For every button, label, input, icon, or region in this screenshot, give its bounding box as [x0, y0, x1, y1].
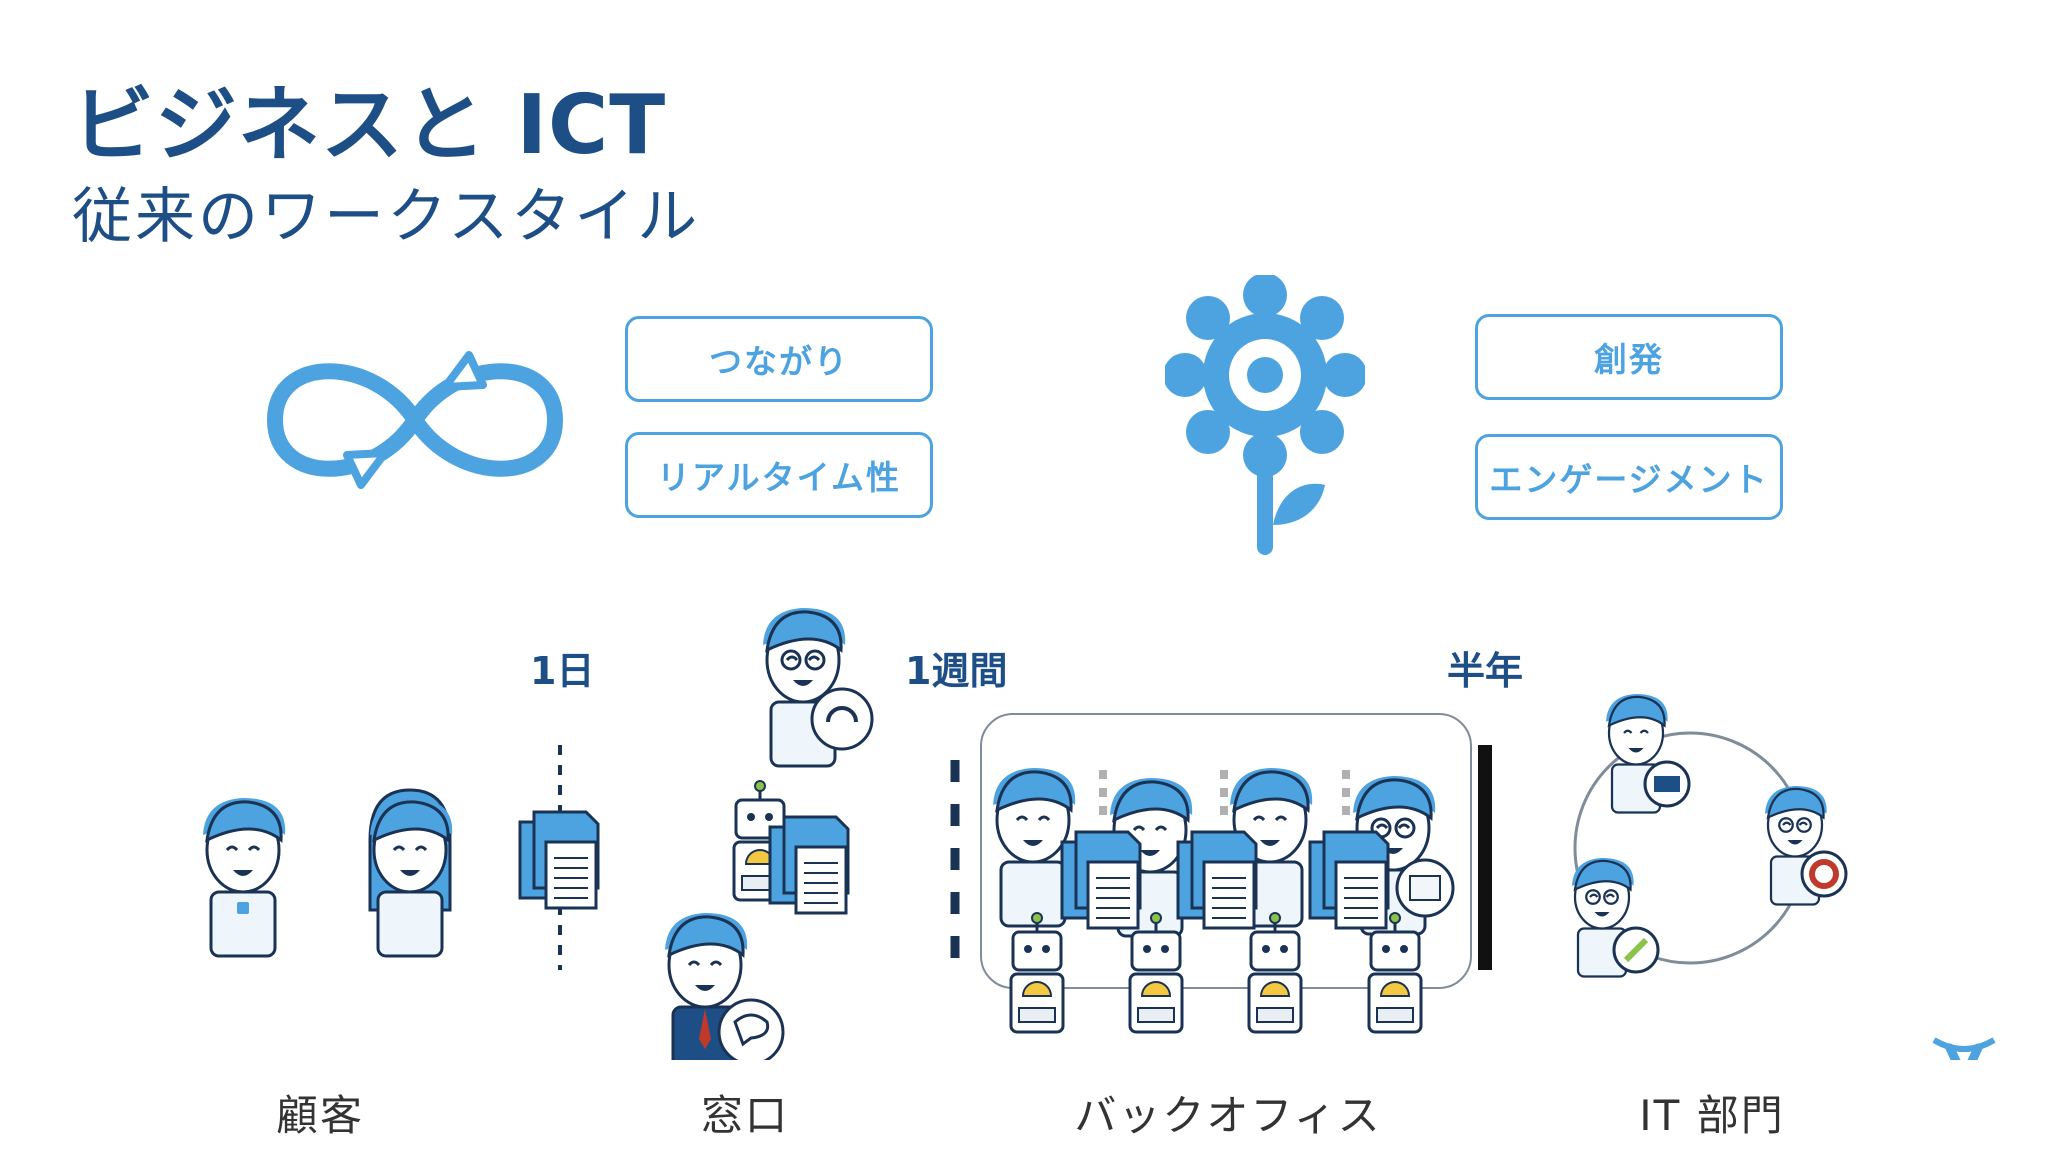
infinity-loop-icon: [255, 335, 575, 505]
timeline-label-halfyear: 半年: [1447, 649, 1524, 693]
tag-connection: つながり: [625, 316, 933, 402]
atlassian-logo-icon: [1930, 1040, 2000, 1110]
slide-subtitle: 従来のワークスタイル: [72, 182, 701, 252]
caption-it-department: IT 部門: [1639, 1091, 1785, 1140]
slide-title: ビジネスと ICT: [72, 78, 667, 173]
tag-realtime: リアルタイム性: [625, 432, 933, 518]
tag-emergence: 創発: [1475, 314, 1783, 400]
gear-flower-icon: [1165, 275, 1365, 565]
caption-backoffice: バックオフィス: [1074, 1091, 1382, 1140]
caption-customer: 顧客: [275, 1091, 365, 1140]
workflow-diagram: [0, 590, 1996, 1060]
timeline-label-week: 1週間: [905, 649, 1008, 693]
caption-window: 窓口: [700, 1091, 790, 1140]
timeline-label-day: 1日: [530, 649, 595, 693]
tag-engagement: エンゲージメント: [1475, 434, 1783, 520]
